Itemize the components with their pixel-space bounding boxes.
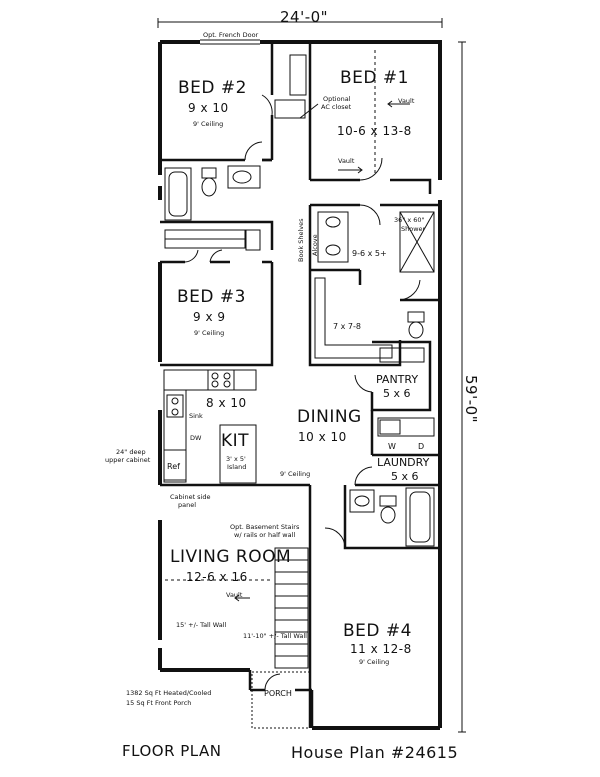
toilet-3 <box>379 495 397 507</box>
kitchen-name: KIT <box>221 431 250 451</box>
washer-label: W <box>388 442 396 451</box>
bed2-ceiling: 9' Ceiling <box>193 120 224 128</box>
double-vanity <box>317 211 349 263</box>
refrigerator <box>163 449 187 481</box>
kitchen-sink <box>166 394 184 418</box>
bed3-name: BED #3 <box>177 287 246 307</box>
porch-name: PORCH <box>264 689 292 698</box>
dining-size: 10 x 10 <box>298 430 347 444</box>
bed1-name: BED #1 <box>340 68 409 88</box>
toilet-2 <box>407 311 425 323</box>
ref-label: Ref <box>167 462 180 471</box>
laundry-size: 5 x 6 <box>391 470 419 483</box>
ceiling-note-dining: 9' Ceiling <box>280 470 311 478</box>
porch-area <box>251 671 311 729</box>
bed4-size: 11 x 12-8 <box>350 642 412 656</box>
vault-note-bed1-left: Vault <box>338 157 355 165</box>
alcove-note: Alcove <box>311 234 319 256</box>
bed3-size: 9 x 9 <box>193 310 226 324</box>
shower-note-1: 36" x 60" <box>394 216 425 224</box>
cabinet-side-note-1: Cabinet side <box>170 493 211 501</box>
sink-note: Sink <box>189 412 203 420</box>
tall-wall-15-note: 15' +/- Tall Wall <box>176 621 227 629</box>
ac-closet-note-2: AC closet <box>321 103 352 111</box>
closet-size: 7 x 7-8 <box>333 322 361 331</box>
shower-note-2: Shower <box>401 225 426 233</box>
bed1-size: 10-6 x 13-8 <box>337 124 412 138</box>
bed4-ceiling: 9' Ceiling <box>359 658 390 666</box>
pantry-name: PANTRY <box>376 373 419 386</box>
basement-stairs-note-1: Opt. Basement Stairs <box>230 523 300 531</box>
pantry-size: 5 x 6 <box>383 387 411 400</box>
upper-cabinet-note-1: 24" deep <box>116 448 146 456</box>
ac-closet-note-1: Optional <box>323 95 351 103</box>
house-plan-number: House Plan #24615 <box>291 743 459 762</box>
bed2-size: 9 x 10 <box>188 101 229 115</box>
living-name: LIVING ROOM <box>170 547 292 567</box>
book-shelves-note: Book Shelves <box>297 218 305 262</box>
dw-note: DW <box>190 434 202 442</box>
floor-plan-title: FLOOR PLAN <box>122 742 222 760</box>
depth-dimension: 59'-0" <box>462 375 480 424</box>
island-note-2: Island <box>227 463 247 471</box>
living-vault-note: Vault <box>226 591 243 599</box>
shower <box>399 211 435 273</box>
bathtub-2 <box>405 487 435 547</box>
bed2-name: BED #2 <box>178 78 247 98</box>
toilet-1 <box>201 167 217 179</box>
vanity-1 <box>227 165 261 189</box>
bathtub-1 <box>164 167 192 221</box>
dryer-label: D <box>418 442 425 451</box>
living-size: 12-6 x 16 <box>186 570 248 584</box>
vanity-2 <box>349 489 375 513</box>
sqft-porch-note: 15 Sq Ft Front Porch <box>126 699 192 707</box>
kitchen-size: 8 x 10 <box>206 396 247 410</box>
laundry-name: LAUNDRY <box>377 456 430 469</box>
vault-note-bed1-right: Vault <box>398 97 415 105</box>
bath1-size: 9-6 x 5+ <box>352 249 387 258</box>
range <box>207 369 235 391</box>
tall-wall-11-note: 11'-10" +/- Tall Wall <box>243 632 307 640</box>
cabinet-side-note-2: panel <box>178 501 197 509</box>
upper-cabinet-note-2: upper cabinet <box>105 456 151 464</box>
bed3-ceiling: 9' Ceiling <box>194 329 225 337</box>
kitchen-island <box>219 424 257 484</box>
sqft-heated-note: 1382 Sq Ft Heated/Cooled <box>126 689 212 697</box>
dining-name: DINING <box>297 407 362 427</box>
basement-stairs-note-2: w/ rails or half wall <box>234 531 296 539</box>
width-dimension: 24'-0" <box>280 8 329 26</box>
basement-stairs <box>274 547 309 669</box>
opt-french-door-note: Opt. French Door <box>203 31 259 39</box>
bed4-name: BED #4 <box>343 621 412 641</box>
island-note-1: 3' x 5' <box>226 455 246 463</box>
